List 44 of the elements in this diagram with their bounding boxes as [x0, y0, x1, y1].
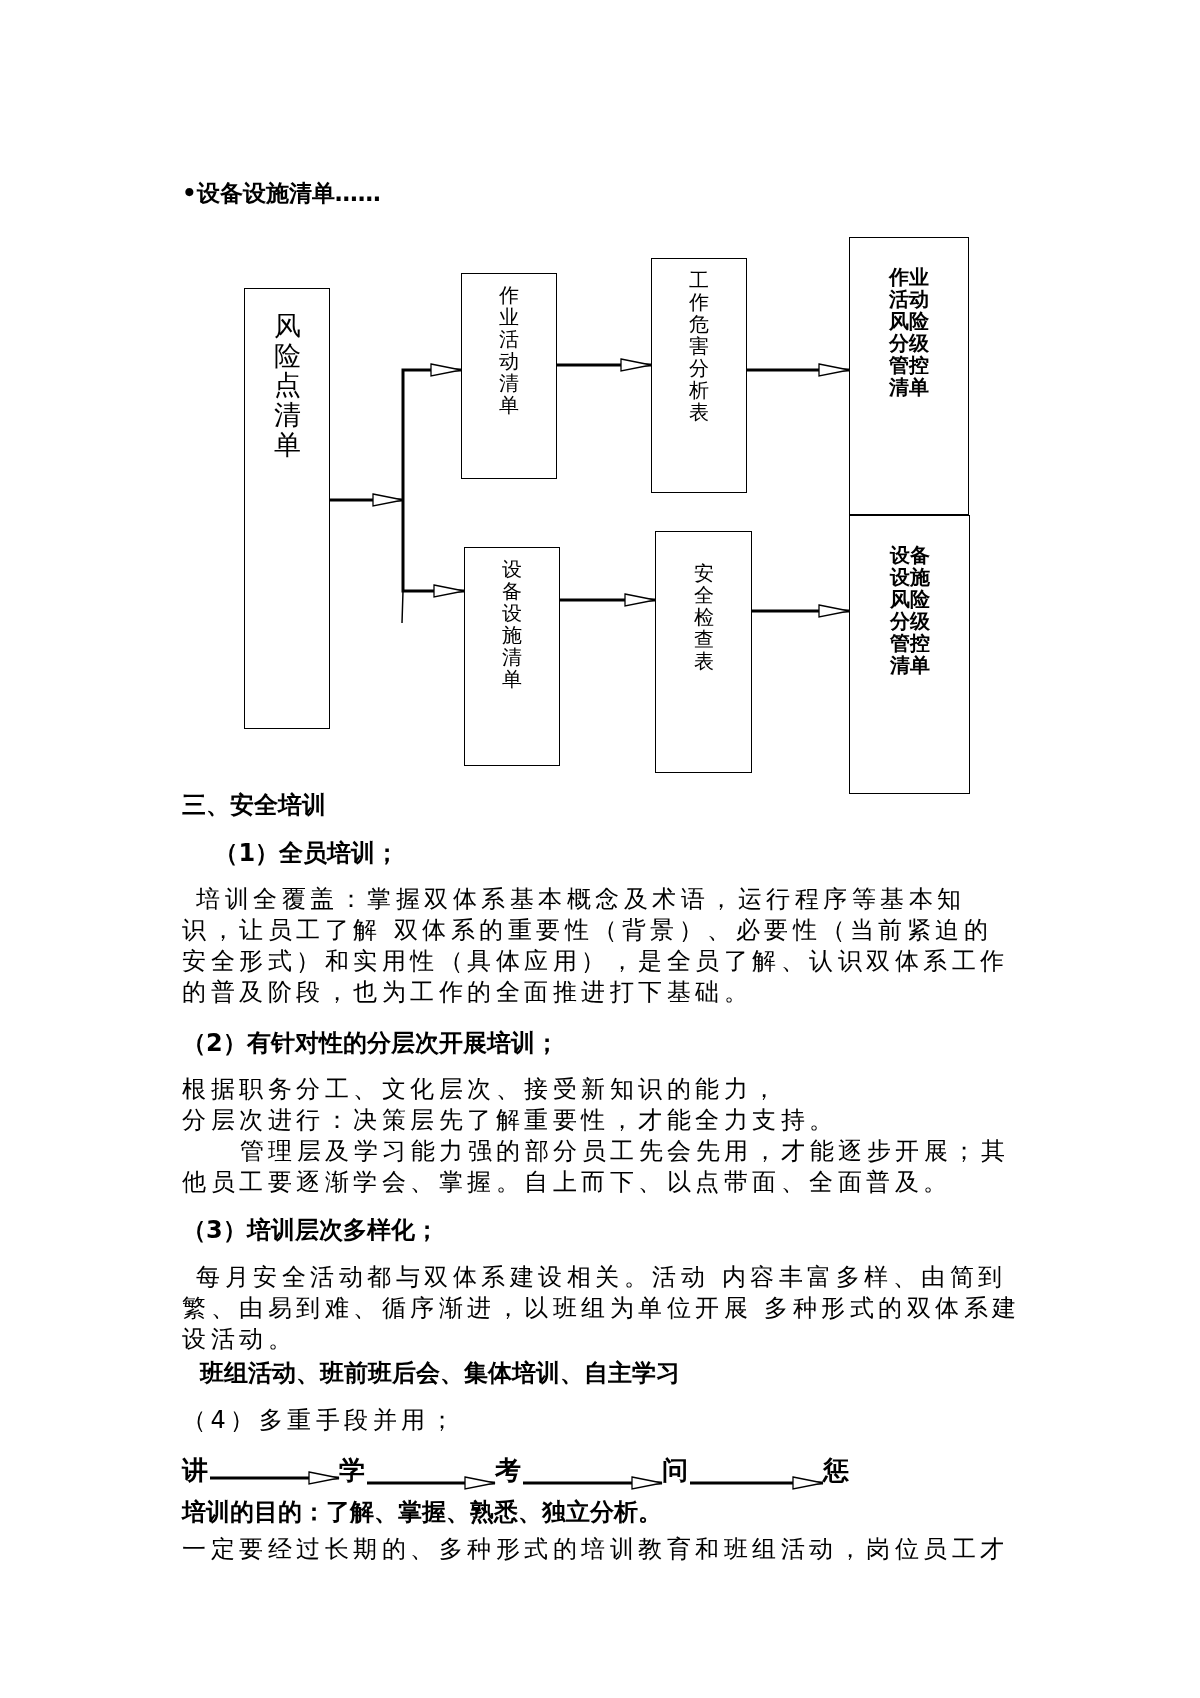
process-box [464, 547, 560, 766]
arrow [560, 593, 656, 607]
section-heading: •设备设施清单…… [182, 179, 381, 208]
box-text: 安全检查表 [693, 562, 714, 672]
process-box [655, 531, 752, 773]
box-text: 风险点清单 [273, 311, 301, 460]
step-text: 问 [662, 1455, 688, 1485]
paragraph-text: 每月安全活动都与双体系建设相关。活动 内容丰富多样、由简到繁、由易到难、循序渐进，以班组为单位开展 多种形式的双体系建设活动。 [182, 1262, 1022, 1355]
paragraph-text: 分层次进行：决策层先了解重要性，才能全力支持。 [182, 1105, 839, 1136]
arrow [690, 1476, 824, 1490]
arrow [330, 493, 404, 507]
heading-text: （3）培训层次多样化； [182, 1215, 440, 1246]
process-box [651, 258, 747, 493]
arrow [747, 363, 850, 377]
box-text: 作业活动清单 [499, 284, 519, 416]
box-text: 设备设施风险分级管控清单 [889, 544, 930, 676]
arrow [557, 358, 652, 372]
arrow [523, 1476, 663, 1490]
step-text: 惩 [823, 1455, 849, 1485]
box-text: 工作危害分析表 [689, 269, 709, 423]
heading-text: 班组活动、班前班后会、集体培训、自主学习 [200, 1358, 681, 1389]
paragraph-text: （4）多重手段并用； [182, 1405, 460, 1436]
step-text: 学 [339, 1455, 365, 1485]
paragraph-text: 管理层及学习能力强的部分员工先会先用，才能逐步开展；其他员工要逐渐学会、掌握。自上而下、以点带面、全面普及。 [182, 1136, 1011, 1198]
process-box [849, 515, 970, 794]
arrow [752, 604, 850, 618]
arrow [401, 500, 465, 598]
box-text: 设备设施清单 [502, 558, 522, 690]
paragraph-text: 培训全覆盖：掌握双体系基本概念及术语，运行程序等基本知识，让员工了解 双体系的重要性（背景）、必要性（当前紧迫的安全形式）和实用性（具体应用），是全员了解、认识双体系工作的普及阶段，也为工作的全面推进打下基础。 [182, 884, 1010, 1008]
paragraph-text: 根据职务分工、文化层次、接受新知识的能力， [182, 1074, 782, 1105]
heading-text: 培训的目的：了解、掌握、熟悉、独立分析。 [182, 1497, 663, 1528]
step-text: 考 [495, 1455, 521, 1485]
heading-text: 三、安全培训 [182, 790, 327, 821]
arrow [210, 1471, 340, 1485]
arrow [401, 363, 462, 500]
step-text: 讲 [182, 1455, 208, 1485]
process-box [849, 237, 969, 515]
heading-text: （1）全员培训； [213, 838, 401, 869]
arrow [367, 1476, 496, 1490]
heading-text: （2）有针对性的分层次开展培训； [182, 1028, 560, 1059]
box-text: 作业活动风险分级管控清单 [889, 266, 929, 398]
process-box [461, 273, 557, 479]
process-box [244, 288, 330, 729]
paragraph-text: 一定要经过长期的、多种形式的培训教育和班组活动，岗位员工才 [182, 1534, 1010, 1565]
